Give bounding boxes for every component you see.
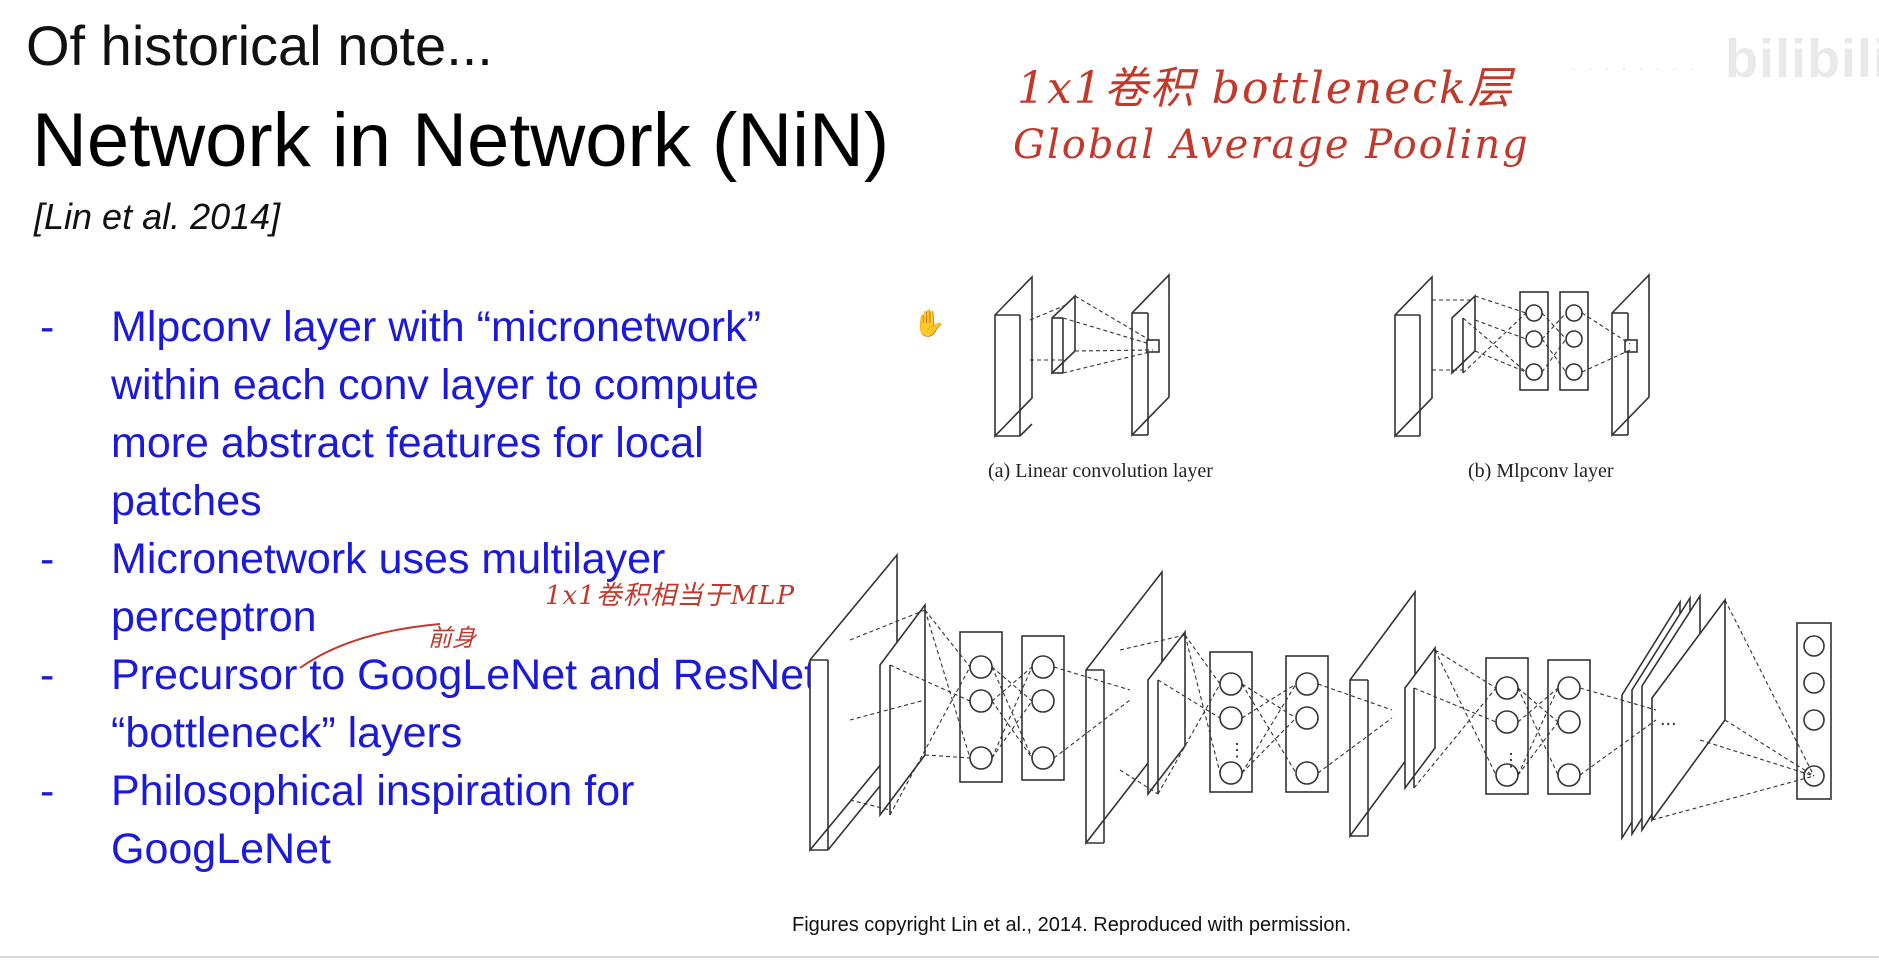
bullet-dash: - <box>40 535 55 583</box>
figure-caption-b: (b) Mlpconv layer <box>1468 460 1614 482</box>
handwritten-annotation-mlp: 1x1卷积相当于MLP <box>545 581 796 611</box>
bullet-text: Mlpconv layer with “micronetwork” within… <box>111 303 761 525</box>
figure-copyright: Figures copyright Lin et al., 2014. Repr… <box>792 914 1352 936</box>
bullet-list: - Mlpconv layer with “micronetwork” with… <box>40 298 820 878</box>
bullet-item: - Micronetwork uses multilayer perceptro… <box>40 530 820 646</box>
citation: [Lin et al. 2014] <box>34 196 281 237</box>
bullet-dash: - <box>40 303 55 351</box>
slide-kicker: Of historical note... <box>26 14 493 77</box>
bullet-item: - Precursor to GoogLeNet and ResNet “bot… <box>40 646 820 762</box>
handwritten-stroke <box>299 623 441 669</box>
handwritten-annotation-precursor: 前身 <box>428 624 476 652</box>
bullet-text: Precursor to GoogLeNet and ResNet “bottl… <box>111 651 817 757</box>
figure-a-linear-conv <box>994 273 1170 438</box>
handwritten-annotation-bottleneck: 1x1卷积 bottleneck层 <box>1017 63 1514 114</box>
ellipsis-c: ... <box>1660 708 1677 730</box>
bullet-item: - Philosophical inspiration for GoogLeNe… <box>40 762 820 878</box>
bullet-item: - Mlpconv layer with “micronetwork” with… <box>40 298 820 530</box>
divider <box>0 956 1879 958</box>
bullet-text: Philosophical inspiration for GoogLeNet <box>111 767 635 873</box>
slide-title: Network in Network (NiN) <box>32 98 890 183</box>
ellipsis-a: ⋮ <box>1228 740 1246 760</box>
hand-cursor-icon: ✋ <box>913 308 946 338</box>
bullet-text: Micronetwork uses multilayer perceptron <box>111 535 666 641</box>
figure-b-mlpconv <box>1394 273 1650 438</box>
ellipsis-b: ⋮ <box>1502 750 1520 770</box>
bullet-dash: - <box>40 651 55 699</box>
watermark-dots: · · · · · · · · <box>1570 58 1698 78</box>
figure-full-nin <box>809 552 1832 853</box>
figure-caption-a: (a) Linear convolution layer <box>988 460 1213 482</box>
bilibili-watermark: bilibili <box>1725 29 1879 89</box>
handwritten-annotation-gap: Global Average Pooling <box>1013 122 1530 168</box>
bullet-dash: - <box>40 767 55 815</box>
